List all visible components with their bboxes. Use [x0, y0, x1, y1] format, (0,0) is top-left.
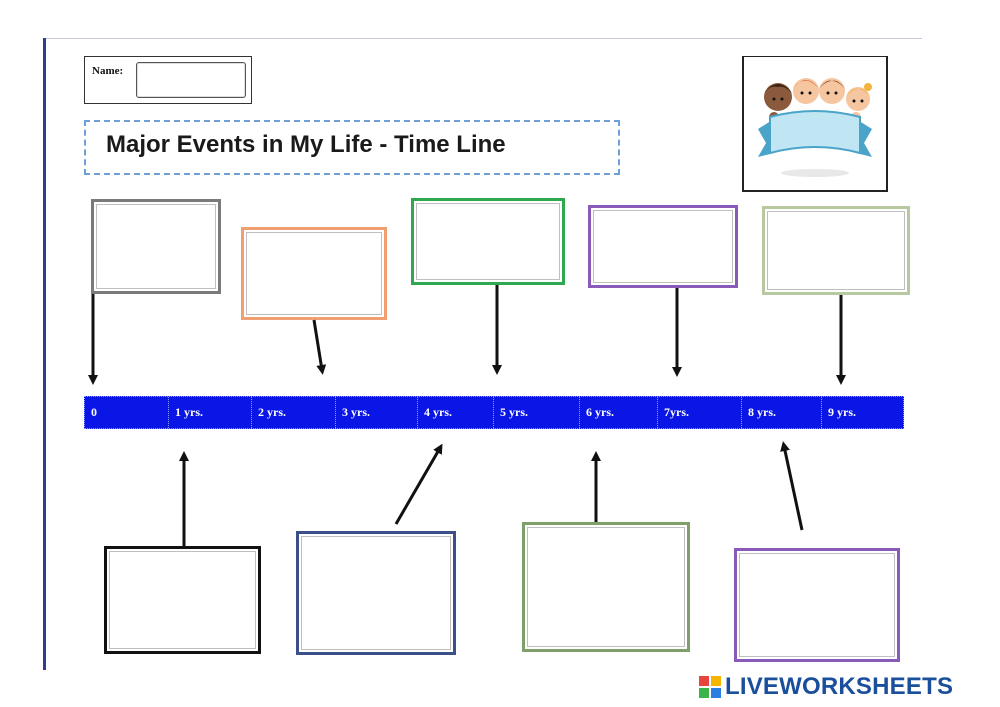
kids-banner-icon: [758, 78, 872, 177]
event-box-bottom-2[interactable]: [296, 531, 456, 655]
timeline-tick: 9 yrs.: [828, 405, 856, 419]
timeline-bar: 0 1 yrs. 2 yrs. 3 yrs. 4 yrs. 5 yrs. 6 y…: [84, 396, 904, 429]
kids-illustration-frame: [742, 56, 888, 192]
arrow-up-icon: [780, 441, 804, 531]
liveworksheets-brand: LIVEWORKSHEETS: [699, 672, 953, 702]
event-box-top-4[interactable]: [588, 205, 738, 288]
timeline-tick: 8 yrs.: [742, 397, 822, 428]
brand-text: LIVEWORKSHEETS: [725, 673, 954, 700]
timeline-tick: 5 yrs.: [494, 397, 580, 428]
liveworksheets-logo-icon: [699, 676, 721, 698]
timeline-tick: 6 yrs.: [580, 397, 658, 428]
timeline-tick: 7yrs.: [658, 397, 742, 428]
timeline-tick: 1 yrs.: [169, 397, 252, 428]
event-box-top-5[interactable]: [762, 206, 910, 295]
page-left-border: [43, 38, 46, 670]
name-label: Name:: [92, 65, 124, 77]
event-box-top-3[interactable]: [411, 198, 565, 285]
event-box-bottom-4[interactable]: [734, 548, 900, 662]
name-box: Name:: [84, 56, 252, 104]
timeline-tick: 2 yrs.: [252, 397, 336, 428]
event-box-top-1[interactable]: [91, 199, 221, 294]
event-box-bottom-3[interactable]: [522, 522, 690, 652]
timeline-tick: 3 yrs.: [336, 397, 418, 428]
arrow-down-icon: [312, 319, 327, 375]
title-box: Major Events in My Life - Time Line: [84, 120, 620, 175]
name-input[interactable]: [136, 62, 246, 98]
arrow-up-icon: [394, 443, 443, 525]
event-box-top-2[interactable]: [241, 227, 387, 320]
timeline-tick: 0: [85, 397, 169, 428]
page-top-border: [46, 38, 922, 39]
event-box-bottom-1[interactable]: [104, 546, 261, 654]
worksheet-title: Major Events in My Life - Time Line: [106, 131, 506, 158]
timeline-tick: 4 yrs.: [418, 397, 494, 428]
